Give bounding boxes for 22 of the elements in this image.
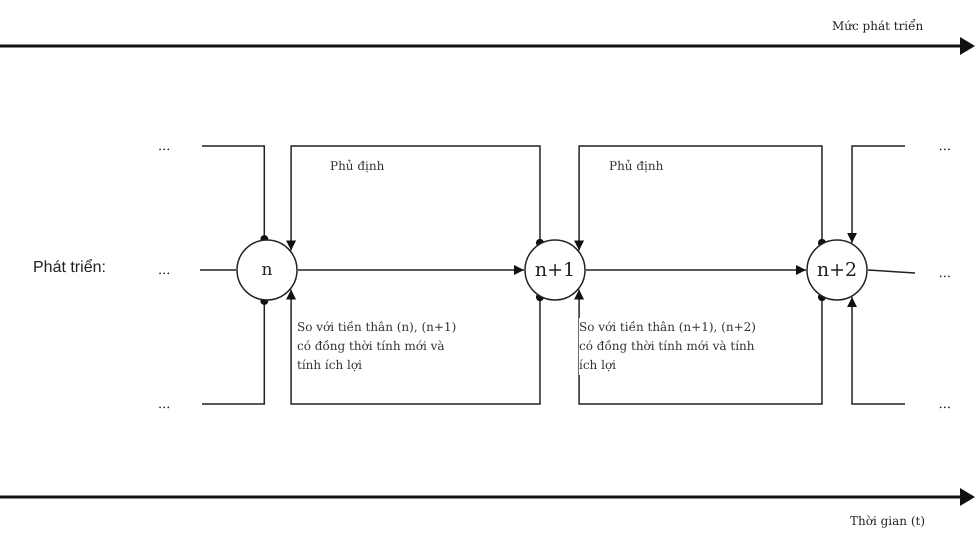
arrow [574,290,826,405]
arrow [847,145,905,243]
ellipsis-text: ... [938,266,951,280]
stage-label: n [262,260,272,280]
ellipsis-text: ... [158,138,170,154]
stage-label: n+2 [816,259,858,281]
arrow [586,265,806,275]
arrow [847,297,905,405]
arrow [286,145,544,250]
ellipsis-text: ... [158,262,170,278]
stage-label: n+1 [534,259,576,281]
axis-label: Thời gian (t) [850,514,926,528]
ellipsis-text: ... [938,138,951,154]
axis-label: Mức phát triển [832,19,924,33]
row-label: Phát triển: [33,259,106,277]
connector-line [868,269,916,274]
ellipsis-text: ... [938,396,951,412]
connector-line [200,269,236,271]
arrow [298,265,524,275]
ellipsis-text: ... [158,396,170,412]
arrow [574,145,826,250]
arrow [286,290,544,405]
